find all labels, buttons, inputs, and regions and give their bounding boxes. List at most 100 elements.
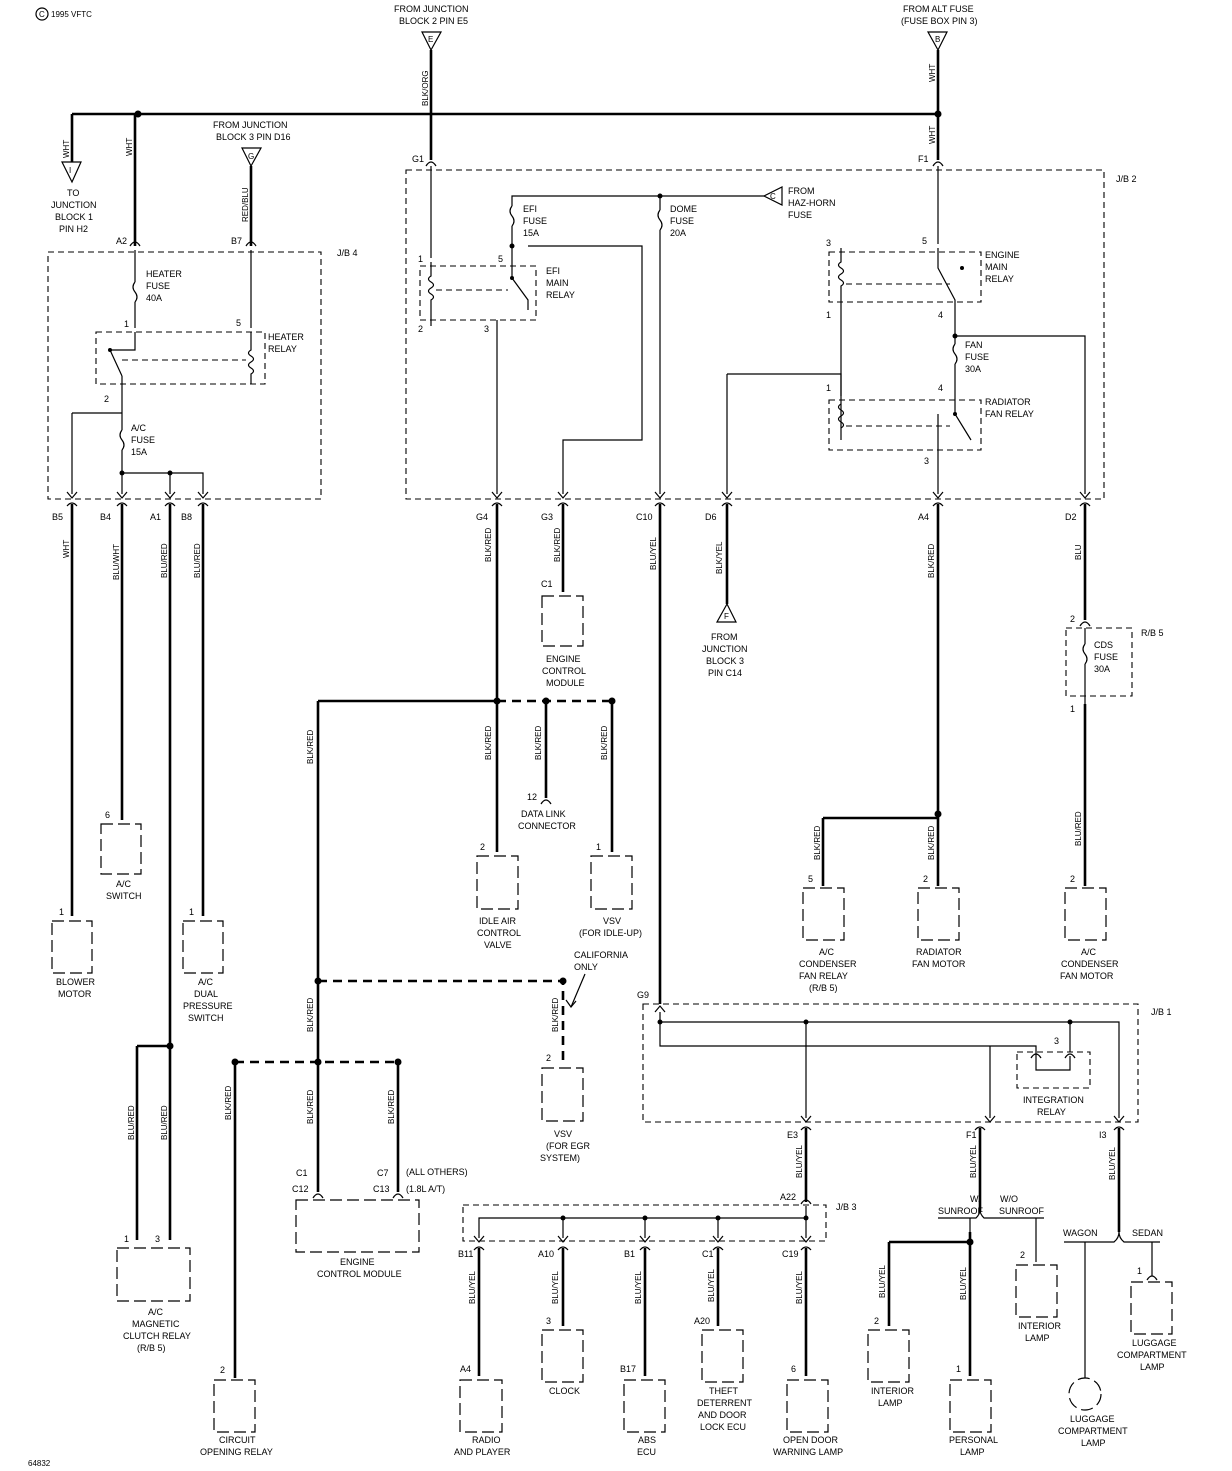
splice bbox=[803, 1019, 809, 1025]
fuse-label: FAN bbox=[965, 340, 983, 350]
fuse-label: 30A bbox=[1094, 664, 1110, 674]
component-label: A/C bbox=[819, 947, 835, 957]
connector-triangle-icon bbox=[421, 31, 443, 52]
splice bbox=[166, 1042, 174, 1050]
pin-label: 2 bbox=[220, 1365, 225, 1375]
component-label: A/C bbox=[1081, 947, 1097, 957]
pin-label: C7 bbox=[377, 1168, 389, 1178]
component-label: CONTROL bbox=[542, 666, 586, 676]
component-label: CONDENSER bbox=[799, 959, 857, 969]
component-label: LOCK ECU bbox=[700, 1422, 746, 1432]
source-label: HAZ-HORN bbox=[788, 198, 836, 208]
component-label: WARNING LAMP bbox=[773, 1447, 843, 1457]
connector-triangle-icon bbox=[241, 147, 263, 168]
connector-letter: C bbox=[770, 192, 776, 201]
pin-label: 2 bbox=[104, 394, 109, 404]
luggage-compartment-lamp-sedan bbox=[1130, 1281, 1173, 1335]
fuse-label: CDS bbox=[1094, 640, 1113, 650]
pin-label: 1 bbox=[956, 1364, 961, 1374]
connector-icon bbox=[540, 799, 552, 805]
wire-color-label: BLU/YEL bbox=[551, 1271, 560, 1304]
pin-label: D6 bbox=[705, 512, 717, 522]
fuse-label: HEATER bbox=[146, 269, 182, 279]
relay-coil-icon bbox=[837, 248, 845, 440]
block-label: J/B 2 bbox=[1116, 174, 1137, 184]
component-label: FAN MOTOR bbox=[912, 959, 966, 969]
fuse-label: FUSE bbox=[1094, 652, 1118, 662]
wire-color-label: BLU/YEL bbox=[795, 1145, 804, 1178]
pin-label: E3 bbox=[787, 1130, 798, 1140]
option-label: SUNROOF bbox=[938, 1206, 984, 1216]
wire-color-label: WHT bbox=[62, 540, 71, 558]
pin-label: A1 bbox=[150, 512, 161, 522]
source-label: FROM JUNCTION bbox=[394, 4, 469, 14]
wire-color-label: BLU/RED bbox=[1074, 811, 1083, 846]
pin-label: C1 bbox=[296, 1168, 308, 1178]
pin-label: 1 bbox=[1137, 1266, 1142, 1276]
pin-label: 3 bbox=[155, 1234, 160, 1244]
component-label: COMPARTMENT bbox=[1117, 1350, 1187, 1360]
circuit-opening-relay bbox=[213, 1379, 256, 1433]
relay-label: INTEGRATION bbox=[1023, 1095, 1084, 1105]
connector-icon bbox=[392, 1193, 404, 1199]
fuse-label: 30A bbox=[965, 364, 981, 374]
connector-icon bbox=[1064, 1053, 1076, 1059]
component-label: ENGINE bbox=[340, 1257, 375, 1267]
internal-wire bbox=[511, 195, 660, 206]
relay-internal-icon bbox=[1035, 1052, 1071, 1071]
internal-wire bbox=[727, 373, 842, 396]
wire-color-label: BLK/RED bbox=[813, 826, 822, 860]
arrow-head-icon bbox=[565, 999, 577, 1008]
source-label: FUSE bbox=[788, 210, 812, 220]
component-label: (FOR EGR bbox=[546, 1141, 590, 1151]
component-label: MODULE bbox=[546, 678, 585, 688]
relay-coil-icon bbox=[427, 262, 435, 326]
internal-wire bbox=[659, 1012, 1037, 1052]
wire-color-label: BLU/YEL bbox=[959, 1267, 968, 1300]
pin-label: 1 bbox=[826, 383, 831, 393]
relay-contact bbox=[960, 266, 964, 270]
component-label: VSV bbox=[554, 1129, 572, 1139]
wire-color-label: BLU/YEL bbox=[1108, 1147, 1117, 1180]
component-label: DUAL bbox=[194, 989, 218, 999]
pin-label: A22 bbox=[780, 1192, 796, 1202]
wire-blk-red-california bbox=[318, 979, 565, 1066]
fuse-label: EFI bbox=[523, 204, 537, 214]
connector-triangle-icon bbox=[926, 31, 948, 52]
splice bbox=[934, 810, 942, 818]
pin-label: 4 bbox=[938, 383, 943, 393]
pin-label: 1 bbox=[826, 310, 831, 320]
wire-color-label: RED/BLU bbox=[241, 187, 250, 222]
wire-color-label: BLK/RED bbox=[551, 998, 560, 1032]
component-label: LAMP bbox=[960, 1447, 985, 1457]
blower-motor bbox=[51, 920, 93, 974]
pin-label: 6 bbox=[105, 810, 110, 820]
source-label: FROM ALT FUSE bbox=[903, 4, 974, 14]
relay-label: RADIATOR bbox=[985, 397, 1031, 407]
wire-color-label: BLU bbox=[1074, 544, 1083, 560]
pin-label: 12 bbox=[527, 792, 537, 802]
source-label: TO bbox=[67, 188, 79, 198]
splice bbox=[167, 470, 173, 476]
ac-magnetic-clutch-relay bbox=[116, 1247, 191, 1302]
fuse-label: FUSE bbox=[146, 281, 170, 291]
component-label: (R/B 5) bbox=[137, 1343, 166, 1353]
pin-label: 2 bbox=[1020, 1250, 1025, 1260]
component-label: A/C bbox=[148, 1307, 164, 1317]
component-label: IDLE AIR bbox=[479, 916, 517, 926]
connector-icon bbox=[1030, 1053, 1042, 1059]
component-label: MOTOR bbox=[58, 989, 92, 999]
pin-label: 2 bbox=[1070, 614, 1075, 624]
pin-label: A20 bbox=[694, 1316, 710, 1326]
heater-relay bbox=[95, 331, 266, 385]
fuse-label: 15A bbox=[131, 447, 147, 457]
component-label: SWITCH bbox=[106, 891, 142, 901]
splice bbox=[715, 1215, 721, 1221]
connector-icon bbox=[932, 161, 944, 167]
relay-label: RELAY bbox=[546, 290, 575, 300]
jb2-output-connectors bbox=[491, 491, 1091, 507]
connector-icon bbox=[312, 1193, 324, 1199]
option-brace-icon bbox=[938, 1209, 1044, 1219]
component-label: ECU bbox=[637, 1447, 656, 1457]
connector-icon bbox=[654, 1005, 666, 1013]
